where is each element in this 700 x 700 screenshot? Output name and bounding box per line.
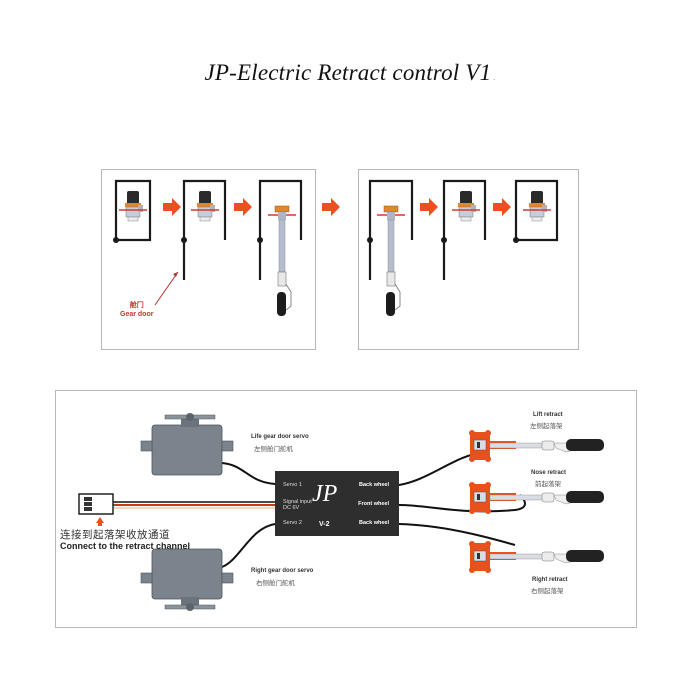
right-retract-unit — [468, 540, 605, 574]
left-retract-label-en: Lift retract — [533, 412, 563, 418]
right-servo-label-en: Right gear door servo — [251, 568, 314, 574]
servo-1-wire — [221, 462, 276, 485]
nose-retract-label-en: Nose retract — [531, 470, 567, 476]
left-retract-label-cn: 左侧起落架 — [530, 423, 563, 430]
gear-door-pointer — [154, 271, 179, 306]
connector-label-en: Connect to the retract channel — [60, 541, 191, 551]
servo-2-wire — [221, 523, 276, 568]
port-signal-input: Signal input — [283, 499, 312, 505]
signal-cable — [113, 501, 275, 509]
arrow-icon — [322, 198, 340, 216]
nose-retract-label-cn: 前起落架 — [535, 481, 561, 488]
arrow-icon — [493, 198, 511, 216]
wire-front-wheel — [398, 494, 526, 513]
stage-4-extended — [367, 179, 414, 317]
stage-1-retracted-closed — [113, 179, 152, 243]
gear-door-label-cn: 舱门 — [129, 302, 144, 309]
arrow-icon — [163, 198, 181, 216]
stage-2-retracted-open — [181, 179, 227, 280]
port-dc-6v: DC 6V — [283, 505, 300, 511]
connector-label-cn: 连接到起落架收放通道 — [60, 530, 170, 541]
left-servo-label-en: Life gear door servo — [251, 434, 309, 440]
stage-6-retracted-closed — [513, 179, 559, 243]
left-gear-door-servo — [140, 412, 234, 476]
left-retract-unit — [468, 429, 605, 463]
port-servo-2: Servo 2 — [283, 520, 302, 526]
retract-controller: Servo 1 Signal input DC 6V Servo 2 JP V-… — [275, 471, 399, 536]
stage-3-extended — [257, 179, 303, 317]
title-text: JP-Electric Retract control V1 — [204, 60, 492, 85]
right-retract-label-cn: 右侧起落架 — [531, 588, 564, 595]
servo-connector-icon — [78, 493, 114, 526]
controller-logo: JP — [312, 481, 338, 507]
port-back-wheel-1: Back wheel — [359, 482, 389, 488]
left-servo-label-cn: 左侧舱门舵机 — [254, 446, 293, 453]
gear-door-label: 舱门 Gear door — [120, 301, 153, 319]
stage-5-retracted-open — [441, 179, 487, 280]
arrow-icon — [420, 198, 438, 216]
arrow-icon — [234, 198, 252, 216]
right-retract-label-en: Right retract — [532, 577, 568, 583]
controller-version: V-2 — [319, 521, 330, 528]
port-front-wheel: Front wheel — [358, 501, 389, 507]
right-servo-label-cn: 右侧舱门舵机 — [256, 580, 295, 587]
port-servo-1: Servo 1 — [283, 482, 302, 488]
page-title: JP-Electric Retract control V1. — [0, 60, 700, 86]
wire-back-wheel-2 — [398, 523, 516, 546]
port-back-wheel-2: Back wheel — [359, 520, 389, 526]
gear-door-label-en: Gear door — [120, 311, 154, 318]
title-suffix: . — [493, 73, 496, 82]
right-gear-door-servo — [140, 548, 234, 612]
